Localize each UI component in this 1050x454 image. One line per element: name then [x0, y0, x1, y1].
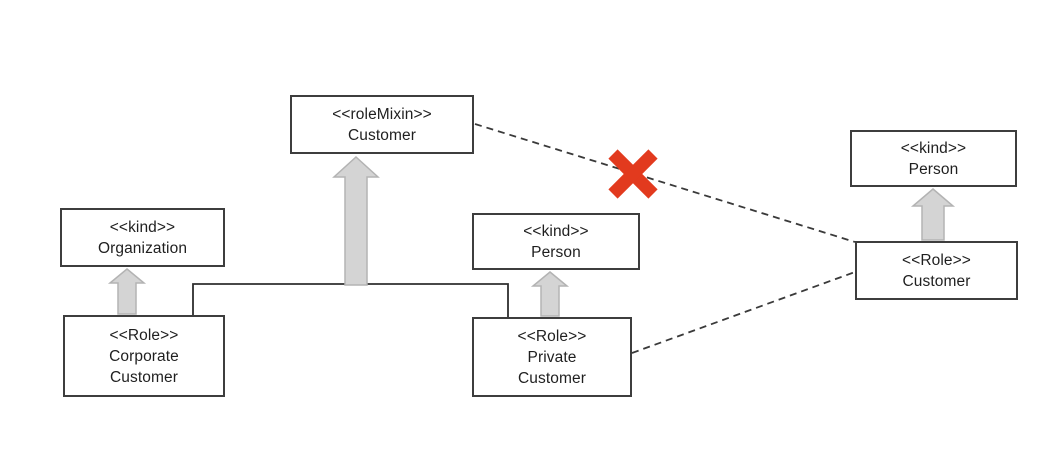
- node-stereotype: <<kind>>: [900, 139, 967, 157]
- dashed-link-rolemixin-to-rolecustomer: [474, 123, 856, 243]
- node-role-customer[interactable]: <<Role>> Customer: [855, 241, 1018, 300]
- node-kind-person-center[interactable]: <<kind>> Person: [472, 213, 640, 270]
- node-name: Customer: [348, 126, 416, 144]
- generalization-arrow-rolecustomer-to-person: [910, 188, 956, 241]
- node-stereotype: <<kind>>: [523, 222, 589, 240]
- red-cross-stroke: [608, 149, 658, 199]
- node-name: Organization: [97, 239, 188, 257]
- node-name: Person: [908, 160, 959, 178]
- node-rolemixin-customer[interactable]: <<roleMixin>> Customer: [290, 95, 474, 154]
- dashed-link-private-to-rolecustomer: [631, 271, 856, 354]
- node-name: Customer: [518, 369, 586, 387]
- node-name: Customer: [902, 272, 971, 290]
- node-role-corporate-customer[interactable]: <<Role>> Corporate Customer: [63, 315, 225, 397]
- generalization-arrow-corporate-to-organization: [107, 268, 147, 315]
- node-name: Corporate: [109, 347, 179, 365]
- node-name: Customer: [110, 368, 178, 386]
- node-kind-person-right[interactable]: <<kind>> Person: [850, 130, 1017, 187]
- red-cross-icon: [608, 149, 658, 199]
- generalization-set-connector: [192, 283, 509, 317]
- generalization-arrow-private-to-person: [530, 271, 570, 317]
- node-stereotype: <<Role>>: [109, 326, 179, 344]
- node-role-private-customer[interactable]: <<Role>> Private Customer: [472, 317, 632, 397]
- node-stereotype: <<kind>>: [109, 218, 176, 236]
- node-name: Person: [531, 243, 581, 261]
- generalization-arrow-to-rolemixin-customer: [332, 155, 380, 286]
- node-stereotype: <<Role>>: [517, 327, 587, 345]
- node-stereotype: <<Role>>: [902, 251, 971, 269]
- node-kind-organization[interactable]: <<kind>> Organization: [60, 208, 225, 267]
- node-stereotype: <<roleMixin>>: [332, 105, 432, 123]
- node-name: Private: [527, 348, 577, 366]
